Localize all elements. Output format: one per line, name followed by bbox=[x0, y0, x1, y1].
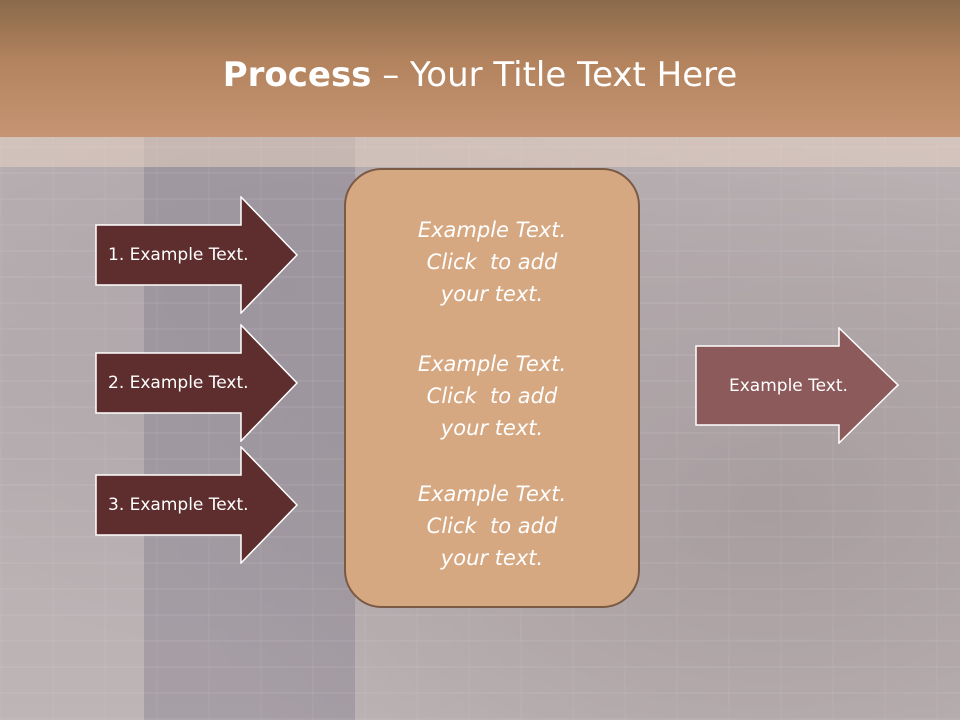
step-arrow-3-label: 3. Example Text. bbox=[108, 495, 249, 515]
center-text-line: Click to add bbox=[426, 384, 558, 408]
step-arrow-1-label: 1. Example Text. bbox=[108, 245, 249, 265]
arrow-shape-icon bbox=[95, 324, 298, 442]
center-text-line: Example Text. bbox=[417, 218, 567, 242]
center-text-line: Example Text. bbox=[417, 352, 567, 376]
arrow-shape-icon bbox=[95, 446, 298, 564]
step-arrow-1[interactable]: 1. Example Text. bbox=[95, 196, 298, 314]
center-text-block-1[interactable]: Example Text. Click to add your text. bbox=[346, 214, 638, 310]
step-arrow-2-label: 2. Example Text. bbox=[108, 373, 249, 393]
center-text-block-3[interactable]: Example Text. Click to add your text. bbox=[346, 478, 638, 574]
center-text-line: Click to add bbox=[426, 250, 558, 274]
arrow-shape-icon bbox=[95, 196, 298, 314]
title-bold: Process bbox=[222, 55, 372, 95]
slide-title[interactable]: Process – Your Title Text Here bbox=[0, 50, 960, 100]
result-arrow[interactable]: Example Text. bbox=[695, 327, 899, 444]
center-text-line: your text. bbox=[440, 546, 544, 570]
center-text-block-2[interactable]: Example Text. Click to add your text. bbox=[346, 348, 638, 444]
center-text-line: your text. bbox=[440, 416, 544, 440]
step-arrow-3[interactable]: 3. Example Text. bbox=[95, 446, 298, 564]
center-text-line: Click to add bbox=[426, 514, 558, 538]
title-bar: Process – Your Title Text Here bbox=[0, 0, 960, 137]
title-rest: – Your Title Text Here bbox=[371, 55, 738, 95]
center-text-line: Example Text. bbox=[417, 482, 567, 506]
center-text-box[interactable]: Example Text. Click to add your text. Ex… bbox=[344, 168, 640, 608]
center-text-line: your text. bbox=[440, 282, 544, 306]
arrow-shape-icon bbox=[695, 327, 899, 444]
title-underband bbox=[0, 137, 960, 167]
result-arrow-label: Example Text. bbox=[729, 375, 848, 396]
step-arrow-2[interactable]: 2. Example Text. bbox=[95, 324, 298, 442]
